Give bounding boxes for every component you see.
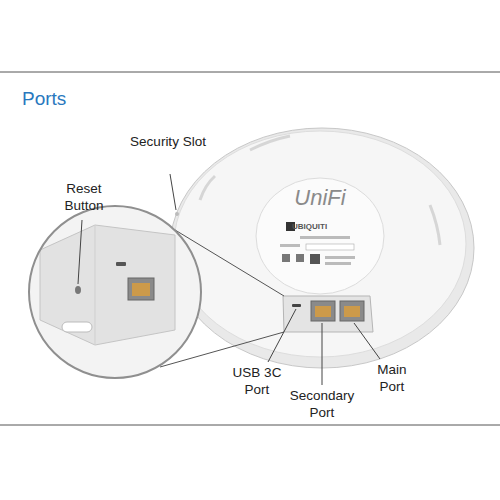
sticker-box bbox=[306, 244, 354, 250]
zoom-detail bbox=[20, 200, 220, 400]
brand-text: UniFi bbox=[275, 186, 365, 210]
port-recess bbox=[283, 296, 373, 332]
sticker-icon bbox=[296, 254, 304, 262]
part-name: Secondary Port bbox=[280, 387, 364, 421]
top-rule bbox=[0, 72, 500, 73]
zoom-circle bbox=[29, 206, 201, 378]
leader-line bbox=[78, 220, 82, 284]
housing-face bbox=[174, 131, 466, 357]
rib bbox=[430, 205, 440, 245]
leader-line bbox=[170, 174, 176, 210]
security-slot bbox=[175, 212, 179, 216]
secondary-rj45 bbox=[311, 301, 335, 321]
sticker-line bbox=[280, 244, 300, 247]
sticker-line bbox=[325, 262, 351, 265]
sticker-line bbox=[325, 256, 355, 259]
brand-text: UBIQUITI bbox=[288, 222, 352, 232]
part-name: Security Slot bbox=[126, 133, 210, 150]
sticker-icon bbox=[282, 254, 290, 262]
main-rj45 bbox=[340, 301, 364, 321]
leader-line bbox=[322, 323, 323, 385]
bottom-rule bbox=[0, 425, 500, 426]
rj45-contacts bbox=[315, 306, 331, 317]
leader-line bbox=[268, 309, 296, 362]
rib bbox=[200, 176, 215, 200]
rib bbox=[250, 136, 290, 150]
part-name: Reset Button bbox=[46, 180, 122, 214]
leader-line bbox=[354, 323, 380, 359]
part-name: USB 3C Port bbox=[227, 364, 287, 398]
section-title: Ports bbox=[22, 88, 66, 110]
part-name: Main Port bbox=[368, 361, 416, 395]
rj45-contacts bbox=[344, 306, 360, 317]
qr-code bbox=[310, 254, 320, 264]
usb-port bbox=[292, 304, 301, 307]
sticker-line bbox=[300, 236, 350, 239]
label-disc bbox=[256, 178, 384, 294]
